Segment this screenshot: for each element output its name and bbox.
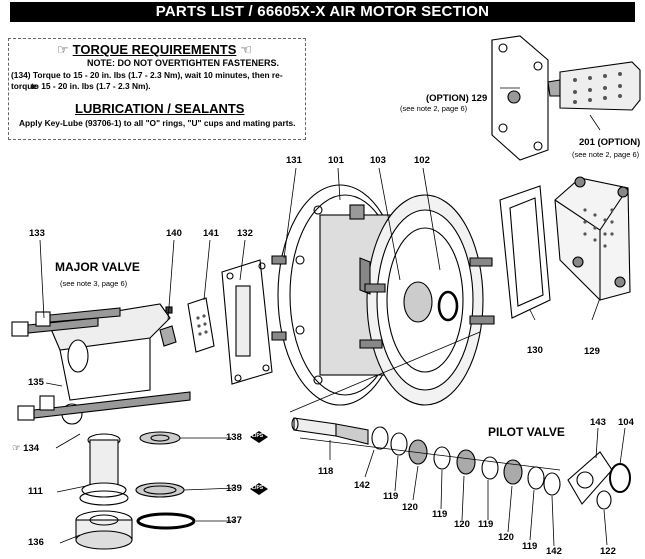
part-label-136: 136 bbox=[28, 537, 44, 548]
pilot-valve-118 bbox=[291, 417, 369, 445]
part-label-137: 137 bbox=[226, 515, 242, 526]
ring-119b bbox=[433, 446, 451, 470]
part-label-120-c: 120 bbox=[498, 532, 514, 543]
lube-line-1: Apply Key-Lube (93706-1) to all "O" ring… bbox=[19, 118, 296, 128]
major-valve-title: MAJOR VALVE bbox=[55, 260, 140, 274]
part-label-142-b: 142 bbox=[546, 546, 562, 557]
torque-title: TORQUE REQUIREMENTS bbox=[72, 42, 237, 57]
bolt-133 bbox=[11, 307, 121, 337]
part-label-119-a: 119 bbox=[383, 491, 399, 502]
option-201-note: (see note 2, page 6) bbox=[572, 150, 640, 159]
part-label-138: 138 bbox=[226, 432, 242, 443]
part-label-141: 141 bbox=[203, 228, 219, 239]
part-label-119-b: 119 bbox=[432, 509, 448, 520]
pilot-valve-title: PILOT VALVE bbox=[488, 425, 565, 439]
washer-142a bbox=[371, 426, 389, 450]
spacer-120b bbox=[456, 449, 476, 475]
ring-119c bbox=[481, 456, 499, 480]
hand-pointer-icon: ☞ bbox=[57, 42, 69, 57]
lips-badge-138: LIPS bbox=[249, 430, 269, 444]
part-label-119-c: 119 bbox=[478, 519, 494, 530]
page-title: PARTS LIST / 66605X-X AIR MOTOR SECTION bbox=[10, 2, 635, 22]
washer-142b bbox=[543, 472, 561, 496]
torque-line-1: (134) Torque to 15 - 20 in. lbs (1.7 - 2… bbox=[11, 70, 283, 91]
option-129-label: (OPTION) 129 bbox=[426, 93, 488, 104]
spool-111 bbox=[79, 433, 129, 506]
leader-lines bbox=[39, 87, 626, 547]
part-label-140: 140 bbox=[166, 228, 182, 239]
option-129-note: (see note 2, page 6) bbox=[400, 104, 468, 113]
valve-plate-141 bbox=[187, 297, 215, 353]
part-label-132: 132 bbox=[237, 228, 253, 239]
lips-badge-text: LIPS bbox=[252, 433, 264, 439]
stud-131 bbox=[271, 255, 287, 341]
hand-pointer-icon: ☞ bbox=[12, 443, 24, 454]
retainer-143 bbox=[567, 451, 613, 505]
pin-122 bbox=[596, 490, 612, 510]
ring-119a bbox=[390, 432, 408, 456]
part-label-111: 111 bbox=[28, 486, 43, 497]
part-label-134-text: 134 bbox=[23, 443, 40, 454]
part-label-135: 135 bbox=[28, 377, 44, 388]
gasket-132 bbox=[221, 259, 273, 385]
part-label-120-a: 120 bbox=[402, 502, 418, 513]
snap-ring-104 bbox=[609, 463, 631, 493]
part-label-142-a: 142 bbox=[354, 480, 370, 491]
cap-136 bbox=[75, 510, 133, 550]
major-valve-body-135 bbox=[47, 303, 171, 425]
spacer-120c bbox=[503, 459, 523, 485]
part-label-103: 103 bbox=[370, 155, 386, 166]
torque-line-2: to 15 - 20 in. lbs (1.7 - 2.3 Nm). bbox=[31, 81, 151, 91]
spacer-120a bbox=[408, 439, 428, 465]
cover-129 bbox=[554, 176, 631, 301]
part-label-119-d: 119 bbox=[522, 541, 538, 552]
part-label-120-b: 120 bbox=[454, 519, 470, 530]
torque-warning: NOTE: DO NOT OVERTIGHTEN FASTENERS. bbox=[87, 58, 280, 68]
torque-title-row: ☞TORQUE REQUIREMENTS☜ bbox=[57, 42, 252, 58]
lips-badge-icon bbox=[250, 431, 268, 443]
gasket-130 bbox=[499, 185, 551, 319]
lips-badge-text: LIPS bbox=[252, 485, 264, 491]
part-label-102: 102 bbox=[414, 155, 430, 166]
part-label-143: 143 bbox=[590, 417, 606, 428]
part-label-131: 131 bbox=[286, 155, 302, 166]
part-label-134: ☞ 134 bbox=[12, 443, 39, 454]
part-label-129: 129 bbox=[584, 346, 600, 357]
part-label-104: 104 bbox=[618, 417, 634, 428]
bolt-134 bbox=[17, 391, 191, 421]
option-129-plate bbox=[491, 35, 549, 161]
lips-badge-139: LIPS bbox=[249, 482, 269, 496]
lube-title: LUBRICATION / SEALANTS bbox=[75, 101, 245, 116]
part-label-101: 101 bbox=[328, 155, 344, 166]
lips-badge-icon bbox=[250, 483, 268, 495]
option-201-label: 201 (OPTION) bbox=[579, 137, 641, 148]
major-valve-note: (see note 3, page 6) bbox=[60, 279, 128, 288]
part-label-130: 130 bbox=[527, 345, 543, 356]
ring-119d bbox=[527, 466, 545, 490]
notes-box: ☞TORQUE REQUIREMENTS☜ NOTE: DO NOT OVERT… bbox=[8, 38, 306, 140]
part-label-133: 133 bbox=[29, 228, 45, 239]
hand-pointer-left-icon: ☜ bbox=[240, 42, 253, 57]
u-cup-139 bbox=[135, 482, 185, 498]
option-201-muffler bbox=[547, 61, 641, 111]
o-ring-137 bbox=[136, 512, 196, 530]
u-cup-138 bbox=[139, 431, 181, 445]
part-label-122: 122 bbox=[600, 546, 616, 557]
part-label-118: 118 bbox=[318, 466, 334, 477]
part-label-139: 139 bbox=[226, 483, 242, 494]
